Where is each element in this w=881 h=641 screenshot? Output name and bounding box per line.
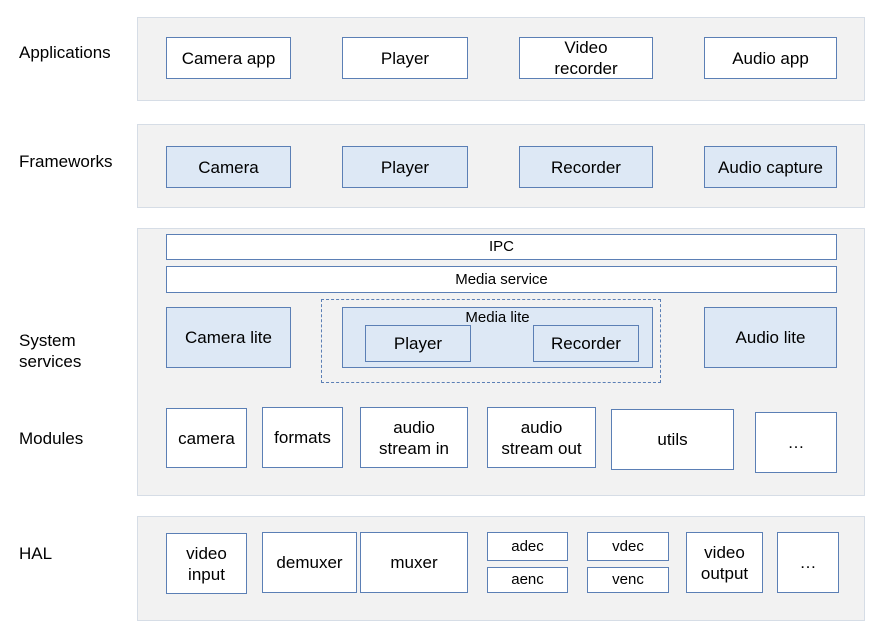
module-formats-box: formats <box>262 407 343 468</box>
hal-vdec-box: vdec <box>587 532 669 561</box>
media-lite-group <box>321 299 661 383</box>
hal-venc-box: venc <box>587 567 669 593</box>
label-frameworks: Frameworks <box>19 152 113 171</box>
label-modules: Modules <box>19 429 84 448</box>
recorder-framework-box: Recorder <box>519 146 653 188</box>
media-service-box: Media service <box>166 266 837 293</box>
hal-video-output-box: video output <box>686 532 763 593</box>
audio-lite-box: Audio lite <box>704 307 837 368</box>
hal-more-box: … <box>777 532 839 593</box>
player-app-box: Player <box>342 37 468 79</box>
player-framework-box: Player <box>342 146 468 188</box>
audio-capture-framework-box: Audio capture <box>704 146 837 188</box>
hal-video-input-box: video input <box>166 533 247 594</box>
module-audio-stream-out-box: audio stream out <box>487 407 596 468</box>
label-system-services: System services <box>19 331 82 371</box>
module-camera-box: camera <box>166 408 247 468</box>
audio-app-box: Audio app <box>704 37 837 79</box>
hal-aenc-box: aenc <box>487 567 568 593</box>
ipc-box: IPC <box>166 234 837 260</box>
hal-adec-box: adec <box>487 532 568 561</box>
label-applications: Applications <box>19 43 111 62</box>
label-hal: HAL <box>19 544 53 563</box>
camera-lite-box: Camera lite <box>166 307 291 368</box>
video-recorder-app-box: Video recorder <box>519 37 653 79</box>
hal-muxer-box: muxer <box>360 532 468 593</box>
camera-framework-box: Camera <box>166 146 291 188</box>
module-utils-box: utils <box>611 409 734 470</box>
module-audio-stream-in-box: audio stream in <box>360 407 468 468</box>
media-lite-label: Media lite <box>465 309 530 326</box>
media-lite-player-box: Player <box>365 325 471 362</box>
hal-demuxer-box: demuxer <box>262 532 357 593</box>
module-more-box: … <box>755 412 837 473</box>
media-lite-recorder-box: Recorder <box>533 325 639 362</box>
camera-app-box: Camera app <box>166 37 291 79</box>
